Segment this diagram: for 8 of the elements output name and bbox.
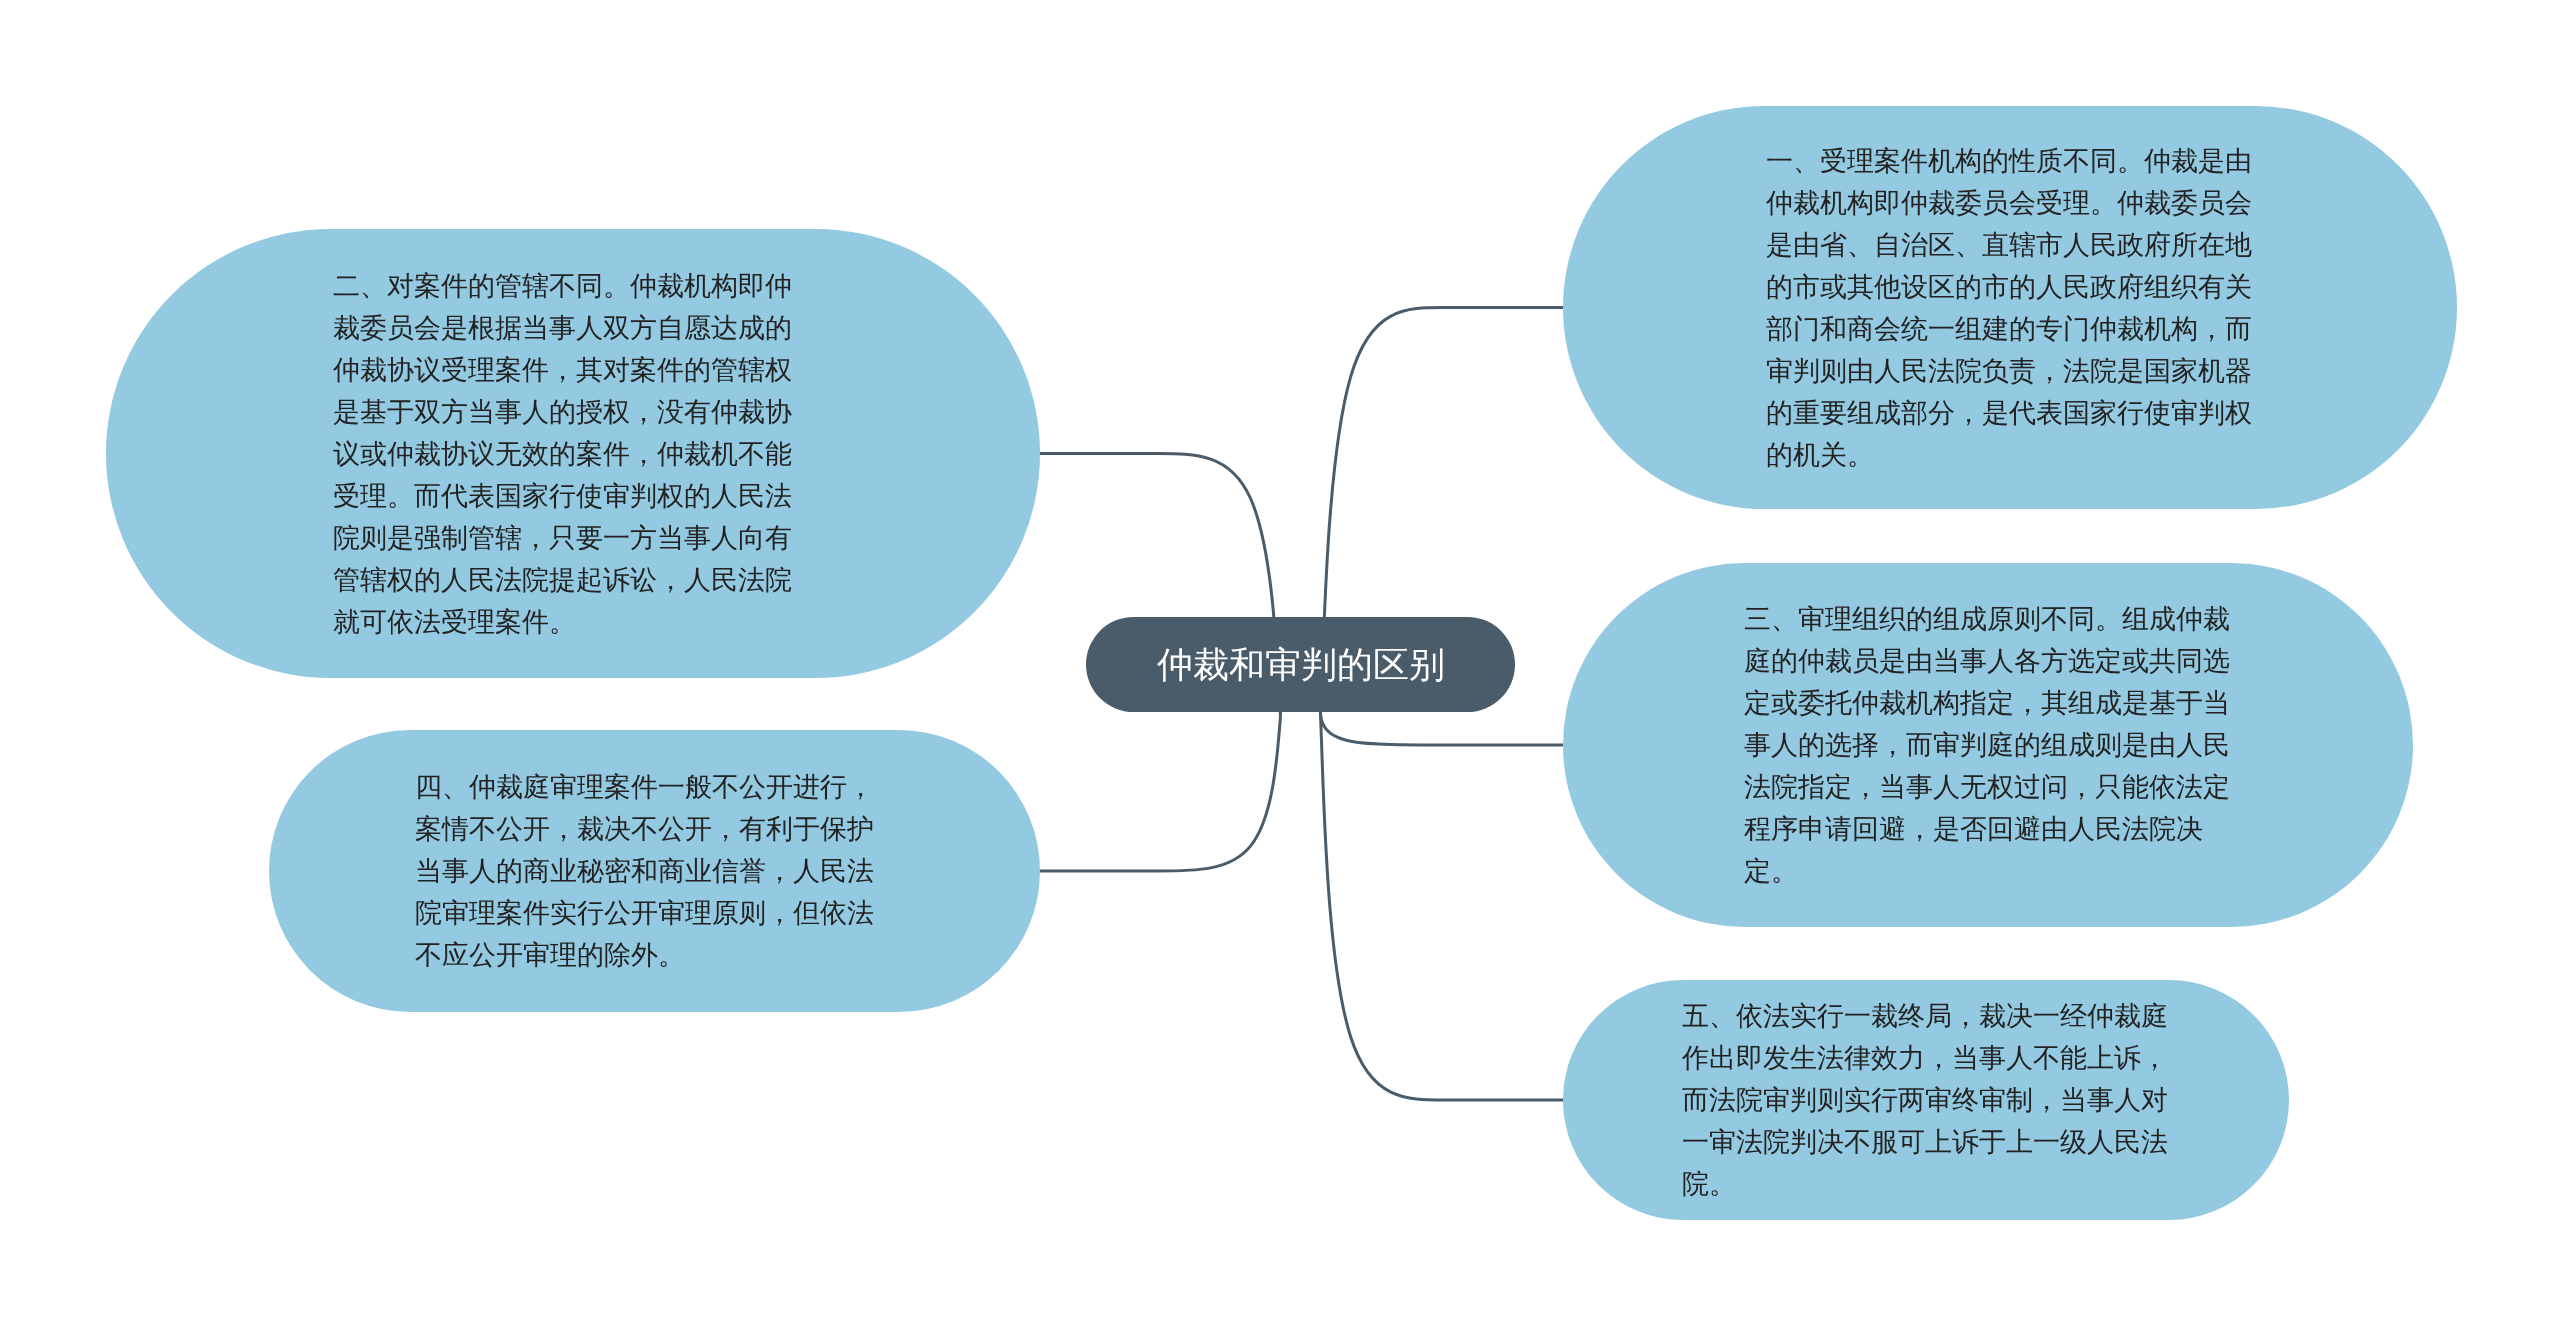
connector-line [1040, 712, 1282, 873]
topic-text: 三、审理组织的组成原则不同。组成仲裁庭的仲裁员是由当事人各方选定或共同选定或委托仲裁机构指定，其组成是基于当事人的选择，而审判庭的组成则是由人民法院指定，当事人无权过问，只能依法定程序申请回避，是否回避由人民法院决定。 [1744, 602, 2231, 888]
topic-text: 四、仲裁庭审理案件一般不公开进行，案情不公开，裁决不公开，有利于保护当事人的商业秘密和商业信誉，人民法院审理案件实行公开审理原则，但依法不应公开审理的除外。 [414, 770, 875, 972]
topic-text: 仲裁和审判的区别 [1156, 642, 1445, 687]
topic-text: 一、受理案件机构的性质不同。仲裁是由仲裁机构即仲裁委员会受理。仲裁委员会是由省、自治区、直辖市人民政府所在地的市或其他设区的市的人民政府组织有关部门和商会统一组建的专门仲裁机构，而审判则由人民法院负责，法院是国家机器的重要组成部分，是代表国家行使审判权的机关。 [1766, 143, 2253, 472]
topic-text: 五、依法实行一裁终局，裁决一经仲裁庭作出即发生法律效力，当事人不能上诉，而法院审判则实行两审终审制，当事人对一审法院判决不服可上诉于上一级人民法院。 [1682, 999, 2169, 1201]
topic-text: 二、对案件的管辖不同。仲裁机构即仲裁委员会是根据当事人双方自愿达成的仲裁协议受理案件，其对案件的管辖权是基于双方当事人的授权，没有仲裁协议或仲裁协议无效的案件，仲裁机不能受理。而代表国家行使审判权的人民法院则是强制管辖，只要一方当事人向有管辖权的人民法院提起诉讼，人民法院就可依法受理案件。 [333, 268, 793, 639]
connector-line [1319, 711, 1563, 1102]
